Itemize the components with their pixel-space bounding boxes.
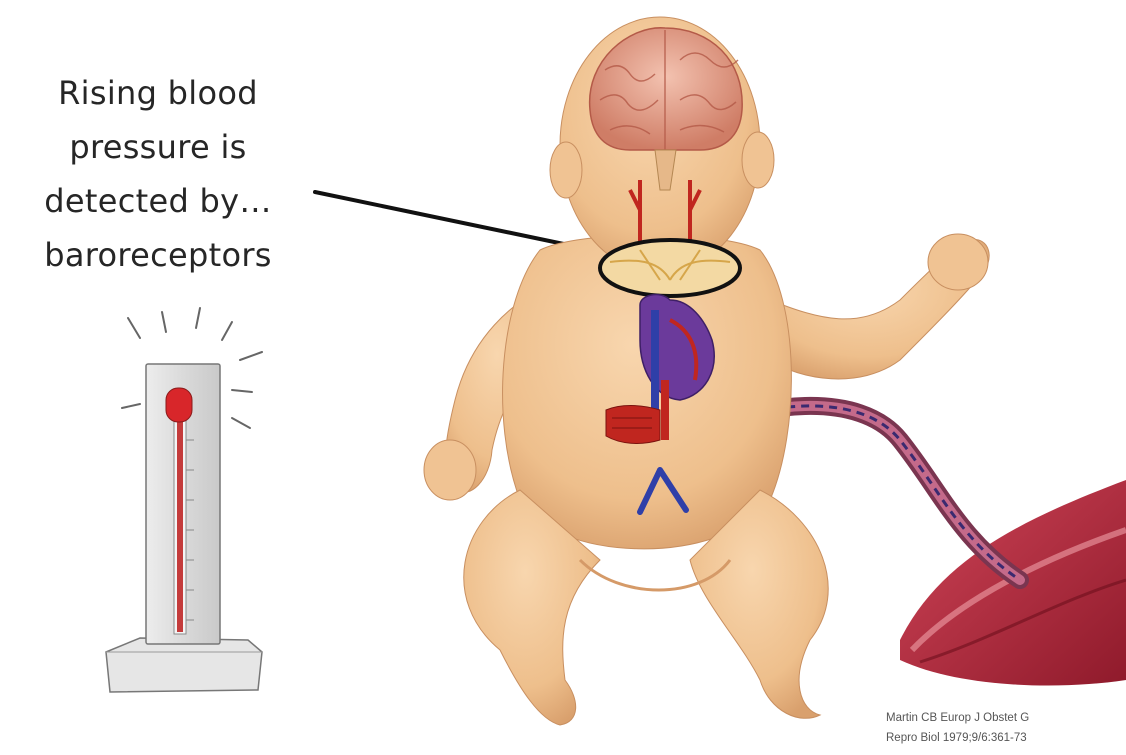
baroreceptor-highlight	[600, 240, 740, 296]
citation: Martin CB Europ J Obstet G Repro Biol 19…	[886, 708, 1126, 748]
thermometer-icon	[106, 308, 262, 692]
infant-icon	[424, 17, 989, 725]
citation-line-1: Martin CB Europ J Obstet G	[886, 708, 1126, 728]
citation-line-2: Repro Biol 1979;9/6:361-73	[886, 728, 1126, 748]
